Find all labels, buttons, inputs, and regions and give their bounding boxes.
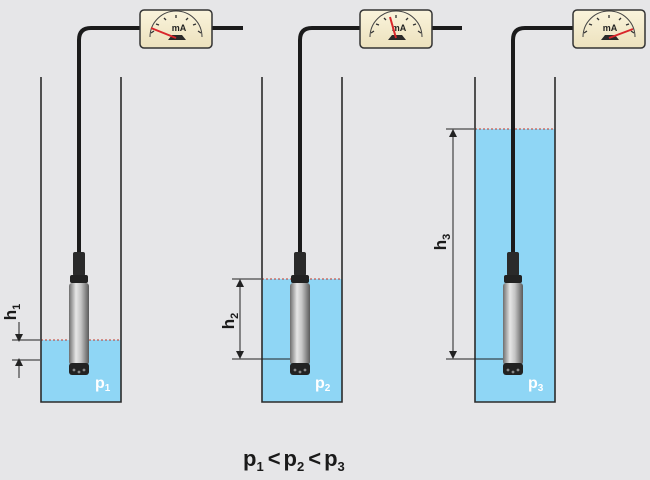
tank-wall-1 [40, 77, 122, 403]
needle-2 [389, 16, 397, 39]
needle-1 [150, 27, 177, 39]
height-label-h2: h2 [219, 313, 241, 330]
height-marker-h2 [232, 278, 290, 360]
meter-unit-label-3: mA [603, 23, 618, 33]
level-sensor-3 [503, 252, 523, 375]
needle-3 [608, 28, 634, 39]
pressure-label-p3: p3 [528, 375, 544, 394]
pressure-label-p1: p1 [95, 375, 111, 394]
height-label-h3: h3 [431, 234, 453, 251]
level-sensor-2 [290, 252, 310, 375]
milliammeter-3: mA [572, 9, 646, 49]
level-sensor-1 [69, 252, 89, 375]
meter-unit-label-2: mA [392, 23, 407, 33]
height-marker-h3 [446, 128, 503, 360]
milliammeter-2: mA [359, 9, 433, 49]
height-marker-h1 [12, 322, 40, 378]
height-label-h1: h1 [1, 304, 23, 321]
cable-1 [77, 26, 140, 255]
pressure-label-p2: p2 [315, 375, 331, 394]
cable-2 [298, 26, 360, 255]
milliammeter-1: mA [139, 9, 213, 49]
vessel-2: mA h2 p2 [219, 9, 462, 403]
meter-unit-label-1: mA [172, 23, 187, 33]
tank-wall-3 [474, 77, 556, 403]
pressure-inequality: p1<p2<p3 [243, 446, 345, 474]
vessel-1: mA h1 p1 [1, 9, 243, 403]
tank-wall-2 [261, 77, 343, 403]
vessel-3: mA h3 p3 [431, 9, 646, 403]
cable-3 [511, 26, 573, 255]
